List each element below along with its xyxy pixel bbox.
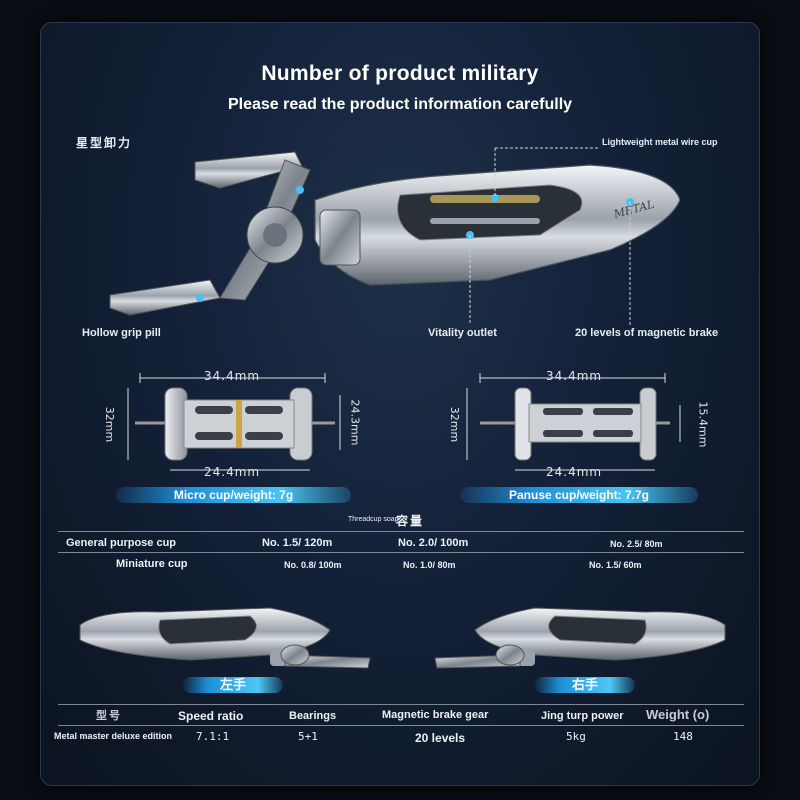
- magnetic-label: 20 levels of magnetic brake: [575, 327, 719, 339]
- specs-weight: 148: [673, 730, 693, 743]
- capacity-heading: 容量: [396, 514, 425, 528]
- specs-header: Magnetic brake gear: [382, 709, 489, 721]
- specs-bearings: 5+1: [298, 730, 318, 743]
- micro-left-dim: 32mm: [103, 406, 117, 443]
- specs-model: Metal master deluxe edition: [54, 731, 173, 741]
- specs-divider-top: [58, 704, 744, 705]
- left-hand-badge: 左手: [183, 677, 283, 693]
- micro-bottom-dim: 24.4mm: [204, 465, 261, 479]
- grip-label: Hollow grip pill: [82, 327, 161, 339]
- specs-header: 型号: [96, 710, 122, 722]
- specs-header: Speed ratio: [178, 709, 244, 723]
- vitality-label: Vitality outlet: [428, 327, 497, 339]
- wire-cup-label: Lightweight metal wire cup: [602, 137, 718, 147]
- right-hand-badge: 右手: [535, 677, 635, 693]
- capacity-row-name: Miniature cup: [116, 558, 188, 570]
- capacity-divider-mid: [58, 552, 744, 553]
- capacity-cell: No. 0.8/ 100m: [284, 560, 342, 570]
- capacity-cell: No. 1.5/ 60m: [589, 560, 642, 570]
- specs-header: Weight (o): [646, 707, 710, 722]
- specs-header: Jing turp power: [541, 710, 624, 722]
- page-title: Number of product military: [261, 62, 539, 85]
- left-hand-reel-image: [79, 607, 371, 669]
- capacity-row-name: General purpose cup: [66, 537, 177, 549]
- specs-power: 5kg: [566, 730, 586, 743]
- star-drag-label: 星型卸力: [76, 136, 133, 150]
- panuse-spool-image: [466, 373, 681, 471]
- capacity-heading-small: Threadcup soap: [348, 516, 399, 523]
- micro-top-dim: 34.4mm: [204, 369, 261, 383]
- panuse-left-dim: 32mm: [448, 406, 462, 443]
- specs-divider-mid: [58, 725, 744, 726]
- capacity-cell: No. 2.5/ 80m: [610, 539, 663, 549]
- page-subtitle: Please read the product information care…: [227, 96, 573, 113]
- specs-header: Bearings: [289, 710, 337, 722]
- capacity-cell: No. 2.0/ 100m: [398, 537, 469, 549]
- reel-main-image: METAL: [109, 147, 681, 325]
- panuse-cup-badge: Panuse cup/weight: 7.7g: [460, 487, 698, 503]
- panuse-top-dim: 34.4mm: [546, 369, 603, 383]
- panuse-right-dim: 15.4mm: [696, 401, 710, 448]
- panuse-bottom-dim: 24.4mm: [546, 465, 603, 479]
- right-hand-reel-image: [434, 607, 726, 669]
- micro-spool-image: [127, 373, 341, 471]
- micro-cup-badge: Micro cup/weight: 7g: [116, 487, 351, 503]
- capacity-divider-top: [58, 531, 744, 532]
- capacity-cell: No. 1.0/ 80m: [403, 560, 456, 570]
- capacity-cell: No. 1.5/ 120m: [262, 537, 333, 549]
- micro-right-dim: 24.3mm: [348, 399, 362, 446]
- specs-brake-gear: 20 levels: [415, 731, 466, 745]
- specs-speed-ratio: 7.1:1: [196, 730, 230, 743]
